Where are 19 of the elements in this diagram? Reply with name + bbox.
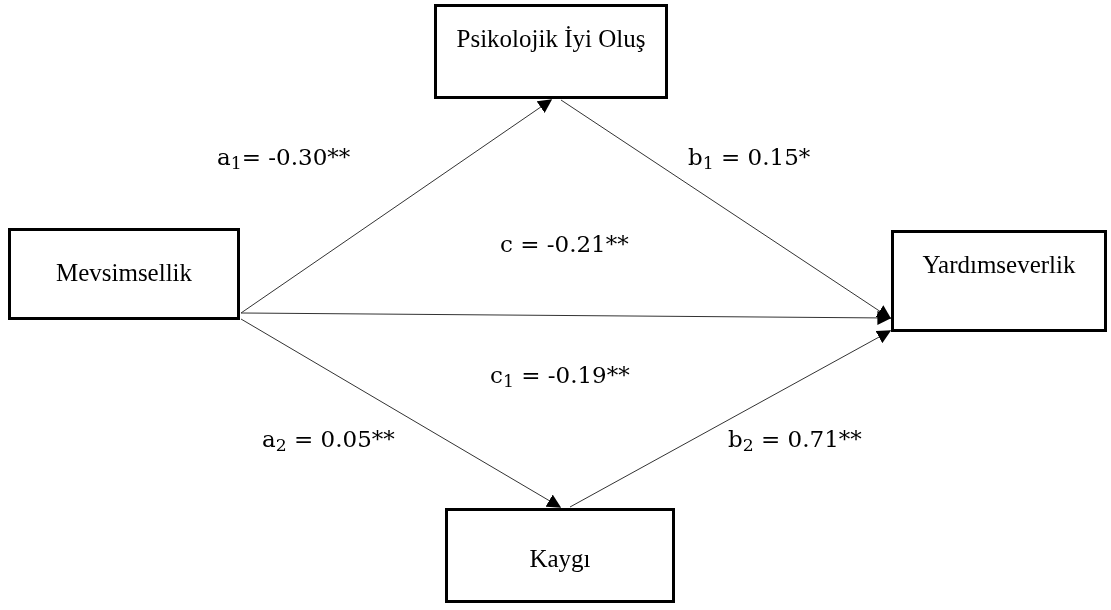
path-coefficient: a$_{1}$= -0.30**: [217, 143, 351, 174]
variable-box: [8, 228, 240, 320]
variable-box: [891, 230, 1107, 332]
arrow: [560, 99, 892, 319]
path-coefficient: a$_{2}$ = 0.05**: [262, 425, 395, 456]
variable-name: Psikolojik İyi Oluş: [456, 24, 646, 54]
arrow: [569, 330, 892, 508]
arrow: [240, 318, 562, 508]
variable-name: Yardımseverlik: [922, 250, 1076, 280]
variable-name: Mevsimsellik: [55, 258, 193, 288]
variable-box: [434, 4, 668, 99]
arrow: [240, 99, 553, 314]
path-coefficient: c$_{1}$ = -0.19**: [490, 361, 630, 392]
variable-name: Kaygı: [529, 544, 591, 574]
variable-box: [445, 508, 675, 603]
path-coefficient: b$_{2}$ = 0.71**: [728, 425, 862, 456]
path-coefficient: c = -0.21**: [500, 230, 629, 259]
arrow: [240, 310, 892, 325]
path-coefficient: b$_{1}$ = 0.15*: [688, 143, 811, 174]
